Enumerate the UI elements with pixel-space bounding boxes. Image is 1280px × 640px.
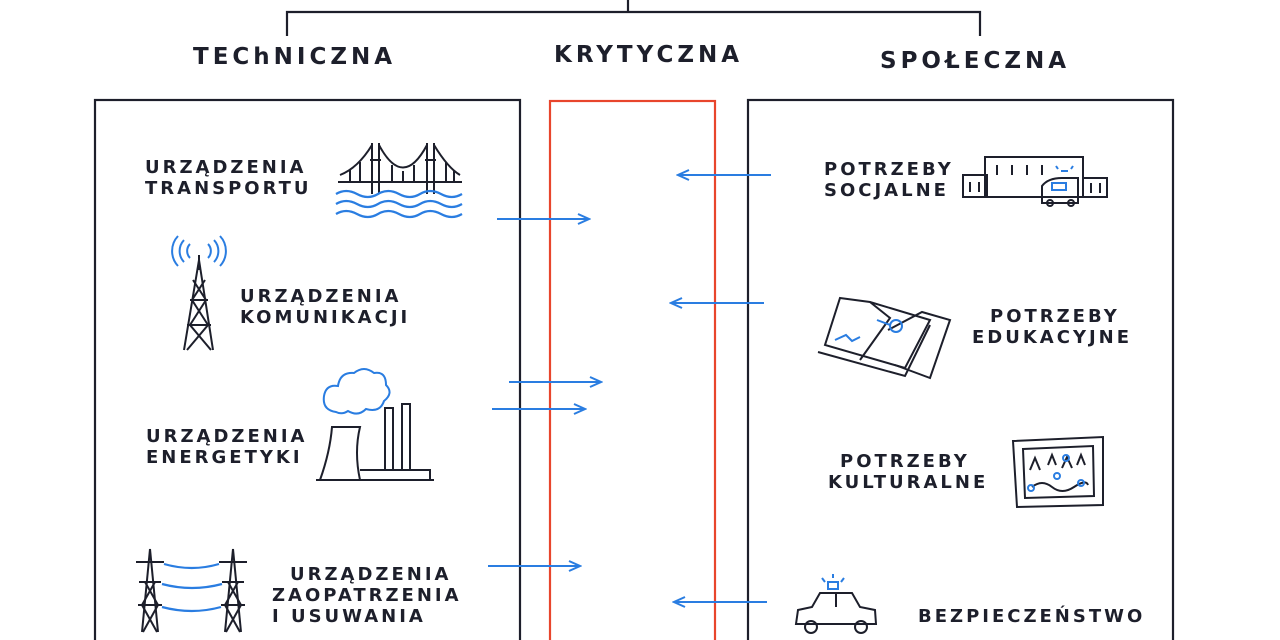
label-culture-needs: POTRZEBY KULTURALNE — [828, 451, 988, 493]
suspension-bridge-icon — [338, 143, 462, 194]
police-light-icon — [821, 574, 845, 590]
power-plant-icon — [316, 403, 434, 481]
label-social-needs-line2: SOCJALNE — [824, 180, 949, 202]
label-energy-line1: URZĄDZENIA — [146, 426, 308, 447]
label-energy: URZĄDZENIA ENERGETYKI — [146, 426, 307, 468]
label-supply-line2: ZAOPATRZENIA — [272, 585, 462, 607]
radio-tower-icon — [183, 255, 214, 351]
hospital-ambulance-icon — [962, 156, 1108, 207]
police-car-icon — [794, 592, 878, 634]
label-communication-line1: URZĄDZENIA — [240, 286, 402, 307]
label-supply-line1: URZĄDZENIA — [290, 564, 452, 585]
label-education-needs-line2: EDUKACYJNE — [972, 327, 1133, 349]
power-lines-icon — [136, 548, 247, 633]
label-transport: URZĄDZENIA TRANSPORTU — [145, 157, 312, 199]
critical-box — [548, 99, 717, 640]
label-education-needs: POTRZEBY EDUKACYJNE — [972, 306, 1132, 348]
label-communication-line2: KOMUNIKACJI — [240, 307, 411, 329]
label-energy-line2: ENERGETYKI — [146, 447, 303, 469]
label-culture-needs-line1: POTRZEBY — [840, 451, 970, 472]
header-technical: TEChNICZNA — [193, 44, 397, 70]
label-social-needs-line1: POTRZEBY — [824, 159, 954, 180]
label-supply: URZĄDZENIA ZAOPATRZENIA I USUWANIA — [272, 564, 462, 628]
books-icon — [817, 296, 952, 380]
label-transport-line2: TRANSPORTU — [145, 178, 312, 200]
label-supply-line3: I USUWANIA — [272, 606, 426, 628]
framed-painting-icon — [1011, 435, 1104, 509]
books-accent-icon — [834, 319, 903, 343]
label-security: BEZPIECZEŃSTWO — [918, 606, 1145, 627]
wires-icon — [161, 562, 223, 613]
label-communication: URZĄDZENIA KOMUNIKACJI — [240, 286, 410, 328]
header-social: SPOŁECZNA — [880, 48, 1071, 74]
label-security-line1: BEZPIECZEŃSTWO — [918, 606, 1146, 627]
ambulance-light-icon — [1051, 165, 1074, 191]
painting-accent-icon — [1027, 454, 1085, 492]
header-critical: KRYTYCZNA — [554, 42, 744, 68]
label-social-needs: POTRZEBY SOCJALNE — [824, 159, 954, 201]
top-bracket — [285, 0, 982, 36]
label-education-needs-line1: POTRZEBY — [990, 306, 1120, 327]
label-transport-line1: URZĄDZENIA — [145, 157, 307, 178]
label-culture-needs-line2: KULTURALNE — [828, 472, 989, 494]
water-waves-icon — [335, 189, 463, 219]
signal-waves-icon — [171, 235, 227, 267]
smoke-cloud-icon — [322, 368, 391, 415]
social-box — [746, 98, 1175, 640]
technical-box — [93, 98, 522, 640]
